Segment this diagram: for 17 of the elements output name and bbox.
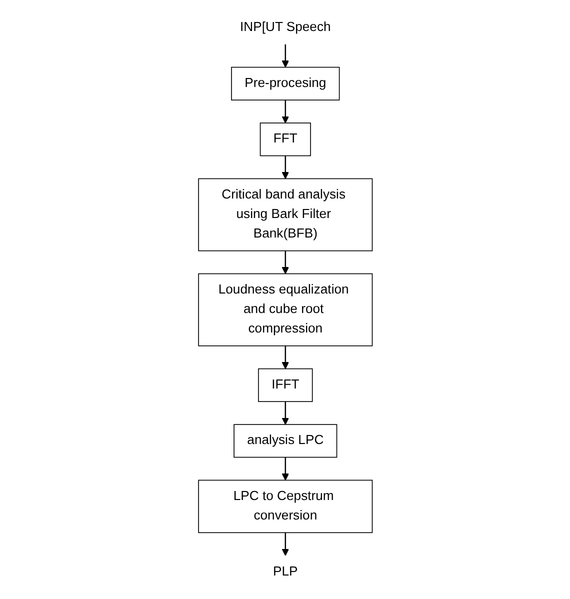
node-box: Loudness equalization and cube root compression	[198, 272, 372, 346]
arrow	[281, 401, 289, 424]
arrow	[281, 532, 289, 556]
arrow	[281, 44, 289, 68]
node-box: Pre-procesing	[230, 66, 340, 100]
node-box: LPC to Cepstrum conversion	[198, 479, 372, 533]
arrow	[281, 345, 289, 369]
arrow	[281, 100, 289, 123]
node-box: FFT	[259, 122, 311, 156]
arrow	[281, 155, 289, 179]
node-text: INP[UT Speech	[240, 20, 330, 34]
arrow	[281, 456, 289, 480]
node-text: PLP	[272, 564, 298, 578]
node-box: Critical band analysis using Bark Filter Bank(BFB)	[198, 178, 372, 251]
node-box: analysis LPC	[233, 424, 337, 458]
arrow	[281, 250, 289, 274]
node-box: IFFT	[258, 368, 312, 402]
